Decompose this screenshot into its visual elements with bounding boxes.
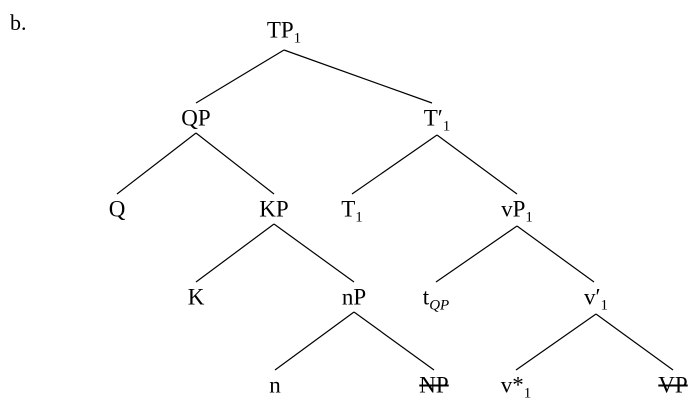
node-n: n xyxy=(269,374,281,397)
node-label: VP xyxy=(658,372,688,398)
node-NP: NP xyxy=(419,374,448,397)
node-label: T xyxy=(341,196,356,222)
example-label: b. xyxy=(10,10,27,35)
edge-Tbar1-vP1 xyxy=(436,134,518,195)
edge-TP1-Tbar1 xyxy=(283,49,433,104)
node-label: n xyxy=(269,372,281,398)
node-QP: QP xyxy=(181,107,210,130)
node-T1: T1 xyxy=(341,196,363,226)
node-VP: VP xyxy=(658,374,687,397)
node-label: v* xyxy=(500,372,524,398)
node-subscript: 1 xyxy=(523,385,532,402)
edge-QP-Q xyxy=(116,132,197,195)
node-subscript: 1 xyxy=(600,297,609,314)
node-nP: nP xyxy=(342,286,366,309)
node-subscript: 1 xyxy=(293,30,302,47)
node-label: t xyxy=(422,284,430,310)
edge-KP-K xyxy=(195,223,275,283)
edge-vP1-tQP xyxy=(435,225,518,283)
node-label: Q xyxy=(108,196,126,222)
node-label: vP xyxy=(501,196,526,222)
node-vstar1: v*1 xyxy=(500,372,532,402)
node-K: K xyxy=(188,286,205,309)
edge-KP-nP xyxy=(273,223,355,283)
node-Q: Q xyxy=(109,198,126,221)
node-label: T′ xyxy=(423,105,443,131)
node-subscript: 1 xyxy=(525,209,533,226)
node-vbar1: v′1 xyxy=(583,284,608,314)
node-label: v′ xyxy=(583,284,601,310)
node-label: TP xyxy=(266,17,294,43)
node-label: QP xyxy=(181,105,211,131)
node-subscript: 1 xyxy=(355,209,363,226)
node-Tbar1: T′1 xyxy=(423,105,451,135)
edge-vbar1-VP xyxy=(595,313,674,371)
node-label: KP xyxy=(259,196,289,222)
edge-nP-n xyxy=(274,311,355,371)
node-label: NP xyxy=(419,372,449,398)
edge-TP1-QP xyxy=(195,49,285,104)
edge-nP-NP xyxy=(353,311,435,371)
node-KP: KP xyxy=(259,198,288,221)
node-subscript: QP xyxy=(429,297,450,314)
node-vP1: vP1 xyxy=(501,196,533,226)
node-tQP: tQP xyxy=(422,284,449,314)
edge-vbar1-vstar1 xyxy=(515,313,597,371)
edge-Tbar1-T1 xyxy=(351,134,438,195)
node-label: nP xyxy=(341,284,367,310)
edge-vP1-vbar1 xyxy=(516,225,595,283)
node-label: K xyxy=(187,284,205,310)
node-subscript: 1 xyxy=(442,118,451,135)
edge-QP-KP xyxy=(195,132,275,195)
node-TP1: TP1 xyxy=(266,17,301,47)
